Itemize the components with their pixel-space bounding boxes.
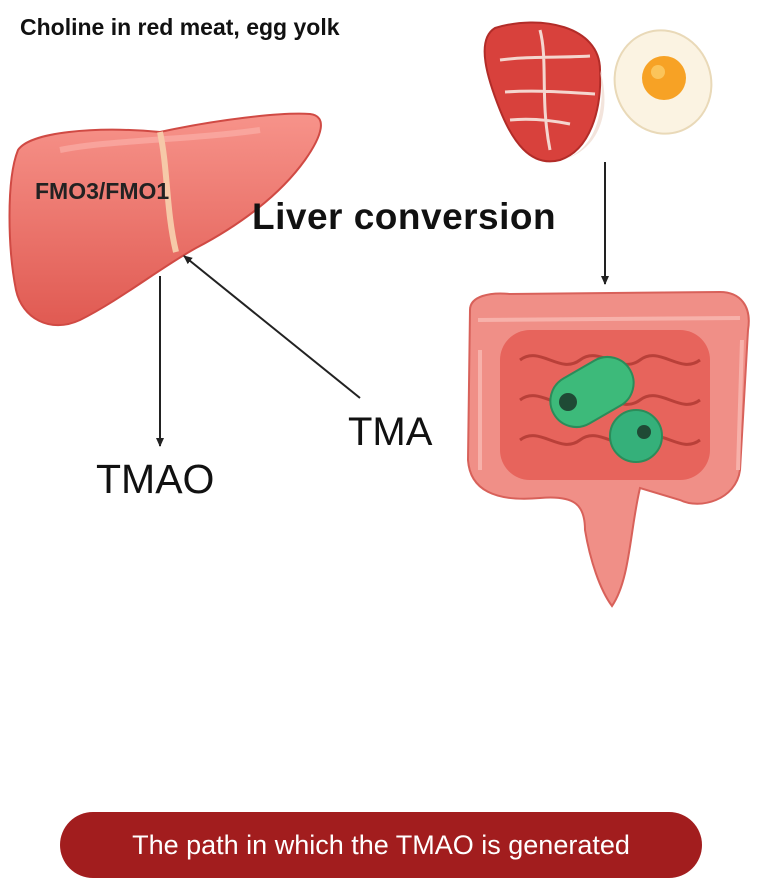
liver-conversion-label: Liver conversion xyxy=(252,196,557,237)
meat-icon xyxy=(483,21,605,163)
caption-banner: The path in which the TMAO is generated xyxy=(60,812,702,878)
egg-icon xyxy=(613,29,713,135)
caption-text: The path in which the TMAO is generated xyxy=(132,829,630,860)
tma-label: TMA xyxy=(348,410,433,454)
enzyme-label: FMO3/FMO1 xyxy=(35,178,169,204)
bacteria-icon xyxy=(549,356,663,463)
tmao-label: TMAO xyxy=(96,456,215,502)
source-label: Choline in red meat, egg yolk xyxy=(20,14,340,40)
arrow-tma-to-liver xyxy=(183,255,361,399)
intestine-icon xyxy=(466,290,750,608)
liver-icon xyxy=(8,112,322,326)
